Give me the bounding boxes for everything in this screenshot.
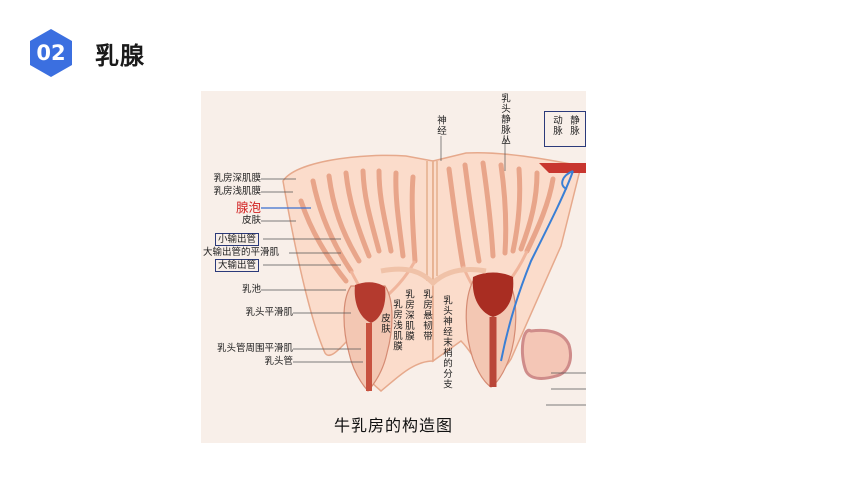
left-gland-lobules [298,168,418,284]
label-superficial-fascia-vertical: 乳房浅肌膜 [391,299,402,352]
label-teat-canal: 乳头管 [264,356,293,367]
section-number-badge: 02 [28,28,74,78]
udder-structure-diagram: 乳房深肌膜 乳房浅肌膜 腺泡 皮肤 小输出管 大输出管的平滑肌 大输出管 乳池 … [201,91,586,443]
figure-caption: 牛乳房的构造图 [333,416,453,435]
left-cistern [354,282,386,323]
label-teat-nerve-branch: 乳头神经末梢的分支 [441,295,452,390]
label-nerve: 神经 [435,115,446,136]
fascia-curve [380,266,487,287]
suspensory-ligament [426,161,438,283]
vein-vessel [500,170,574,362]
label-teat-canal-muscle: 乳头管周围平滑肌 [216,343,293,354]
label-teat-venous-plexus: 乳头静脉丛 [499,93,510,146]
label-large-duct-muscle: 大输出管的平滑肌 [203,247,280,258]
right-cistern [472,272,514,317]
label-small-duct: 小输出管 [215,233,260,246]
label-teat-muscle: 乳头平滑肌 [245,307,293,318]
label-alveoli: 腺泡 [235,200,261,215]
label-skin-left: 皮肤 [241,215,261,226]
label-artery: 动脉 [551,115,562,136]
gland-tissue-section [520,328,572,380]
leader-lines [261,136,586,406]
artery-vessel [539,163,586,173]
label-suspensory-ligament: 乳房悬韧带 [421,289,432,342]
page-title: 乳腺 [95,42,145,70]
label-large-duct: 大输出管 [215,259,260,272]
hexagon-icon [30,29,72,77]
label-deep-fascia-vertical: 乳房深肌膜 [403,289,414,342]
label-superficial-fascia: 乳房浅肌膜 [213,186,261,197]
label-gland-cistern: 乳池 [241,284,261,295]
label-skin-vertical: 皮肤 [379,313,390,334]
label-deep-fascia: 乳房深肌膜 [213,173,261,184]
label-vein: 静脉 [568,115,579,136]
right-gland-lobules [446,160,556,269]
section-number: 02 [36,41,66,65]
artery-vein-box [544,111,586,147]
udder-illustration [261,136,586,406]
